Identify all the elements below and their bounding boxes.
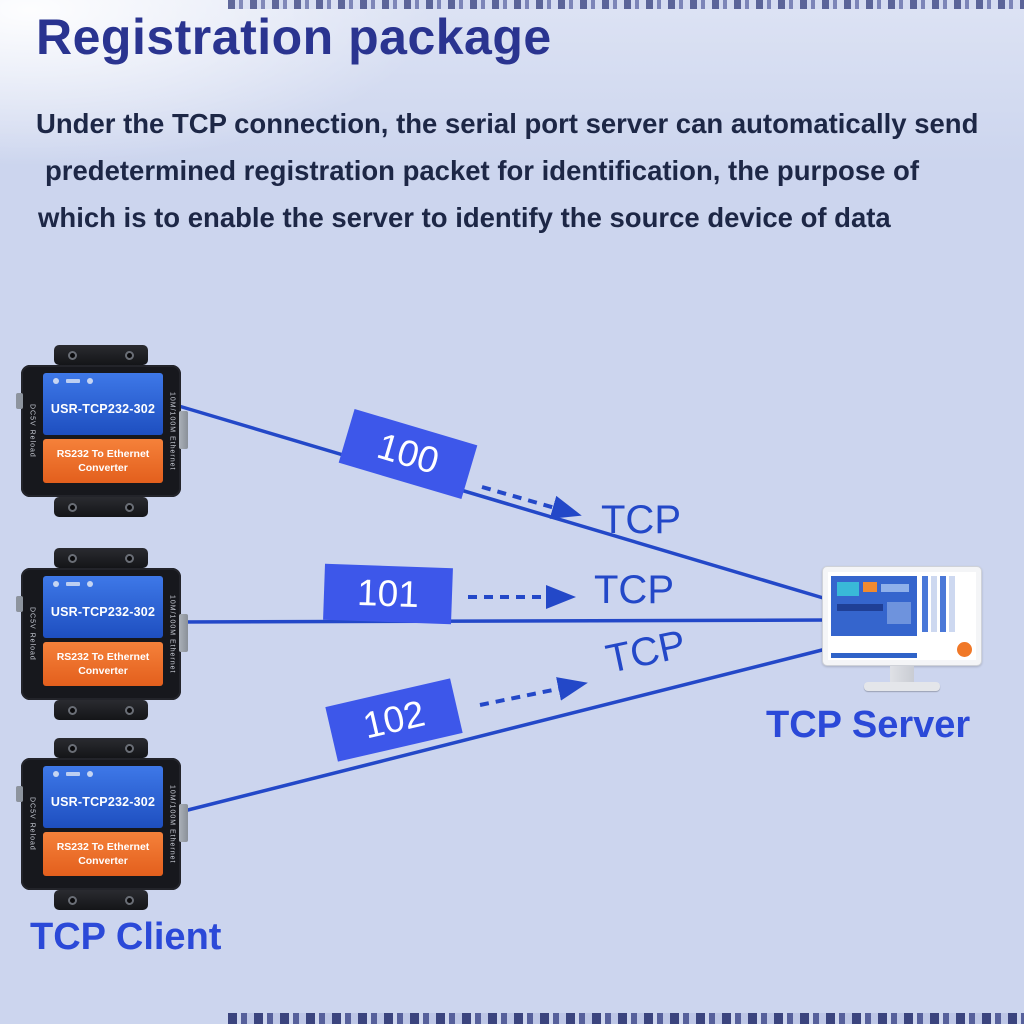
device-blue-panel: USR-TCP232-302 <box>43 766 163 828</box>
tcp-protocol-label-2: TCP <box>594 568 674 612</box>
device-model-label: USR-TCP232-302 <box>50 795 156 809</box>
description-line-1: Under the TCP connection, the serial por… <box>36 108 979 139</box>
device-left-panel: DC5V Reload <box>21 758 43 890</box>
mounting-ear <box>54 890 148 910</box>
power-indicator-icons <box>53 581 93 587</box>
device-product-line-1: RS232 To Ethernet <box>56 447 150 460</box>
device-left-text: DC5V Reload <box>28 797 36 851</box>
mounting-ear <box>54 548 148 568</box>
screen-logo-dot <box>957 642 972 657</box>
power-indicator-icons <box>53 771 93 777</box>
tcp-client-label: TCP Client <box>30 916 222 958</box>
device-left-panel: DC5V Reload <box>21 365 43 497</box>
screw-hole <box>68 743 77 753</box>
mounting-ear <box>54 738 148 758</box>
tcp-protocol-label-1: TCP <box>601 498 681 542</box>
connection-line-3 <box>171 646 831 816</box>
device-product-line-2: Converter <box>78 462 128 474</box>
monitor-screen <box>828 572 976 660</box>
bottom-edge-artifact <box>228 1013 1024 1024</box>
mounting-ear <box>54 700 148 720</box>
device-right-text: 10M/100M Ethernet <box>168 594 176 674</box>
screw-hole <box>68 895 77 905</box>
device-blue-panel: USR-TCP232-302 <box>43 576 163 638</box>
device-right-text: 10M/100M Ethernet <box>168 784 176 864</box>
power-jack <box>16 393 23 409</box>
description-paragraph: Under the TCP connection, the serial por… <box>36 100 978 241</box>
description-line-2: predetermined registration packet for id… <box>45 155 920 186</box>
tcp-client-device-2: DC5V Reload USR-TCP232-302 RS232 To Ethe… <box>16 548 188 720</box>
monitor-frame <box>822 566 982 666</box>
connection-line-2 <box>175 618 831 624</box>
screw-hole <box>68 705 77 715</box>
device-left-text: DC5V Reload <box>28 607 36 661</box>
screen-pcb-image <box>831 576 917 636</box>
screw-hole <box>68 502 77 512</box>
device-right-panel: 10M/100M Ethernet <box>163 568 181 700</box>
device-body: DC5V Reload USR-TCP232-302 RS232 To Ethe… <box>16 365 188 497</box>
device-product-line-1: RS232 To Ethernet <box>56 840 150 853</box>
power-jack <box>16 596 23 612</box>
device-orange-panel: RS232 To Ethernet Converter <box>43 642 163 686</box>
monitor-stand-base <box>864 682 940 691</box>
dashed-arrow-1 <box>481 485 582 519</box>
top-edge-artifact <box>228 0 1024 9</box>
device-right-panel: 10M/100M Ethernet <box>163 365 181 497</box>
serial-connector <box>179 614 188 652</box>
device-left-text: DC5V Reload <box>28 404 36 458</box>
device-product-line-1: RS232 To Ethernet <box>56 650 150 663</box>
device-model-label: USR-TCP232-302 <box>50 402 156 416</box>
mounting-ear <box>54 497 148 517</box>
device-model-label: USR-TCP232-302 <box>50 605 156 619</box>
device-orange-panel: RS232 To Ethernet Converter <box>43 832 163 876</box>
description-line-3: which is to enable the server to identif… <box>38 202 891 233</box>
device-orange-panel: RS232 To Ethernet Converter <box>43 439 163 483</box>
power-indicator-icons <box>53 378 93 384</box>
serial-connector <box>179 411 188 449</box>
tcp-server-monitor <box>822 566 982 691</box>
dashed-arrow-3 <box>479 677 588 707</box>
screw-hole <box>68 553 77 563</box>
device-blue-panel: USR-TCP232-302 <box>43 373 163 435</box>
device-left-panel: DC5V Reload <box>21 568 43 700</box>
device-body: DC5V Reload USR-TCP232-302 RS232 To Ethe… <box>16 568 188 700</box>
device-product-line-2: Converter <box>78 855 128 867</box>
connection-line-1 <box>171 402 831 602</box>
screw-hole <box>125 705 134 715</box>
screw-hole <box>68 350 77 360</box>
tcp-client-device-3: DC5V Reload USR-TCP232-302 RS232 To Ethe… <box>16 738 188 910</box>
tcp-server-label: TCP Server <box>766 704 971 746</box>
tcp-client-device-1: DC5V Reload USR-TCP232-302 RS232 To Ethe… <box>16 345 188 517</box>
screw-hole <box>125 895 134 905</box>
screw-hole <box>125 553 134 563</box>
screw-hole <box>125 350 134 360</box>
monitor-stand-neck <box>890 666 914 682</box>
device-right-panel: 10M/100M Ethernet <box>163 758 181 890</box>
screen-bottom-strip <box>831 653 917 658</box>
device-right-text: 10M/100M Ethernet <box>168 391 176 471</box>
device-body: DC5V Reload USR-TCP232-302 RS232 To Ethe… <box>16 758 188 890</box>
device-product-line-2: Converter <box>78 665 128 677</box>
packet-id-101: 101 <box>323 563 453 625</box>
page-title: Registration package <box>36 9 552 65</box>
screw-hole <box>125 502 134 512</box>
power-jack <box>16 786 23 802</box>
screw-hole <box>125 743 134 753</box>
serial-connector <box>179 804 188 842</box>
mounting-ear <box>54 345 148 365</box>
